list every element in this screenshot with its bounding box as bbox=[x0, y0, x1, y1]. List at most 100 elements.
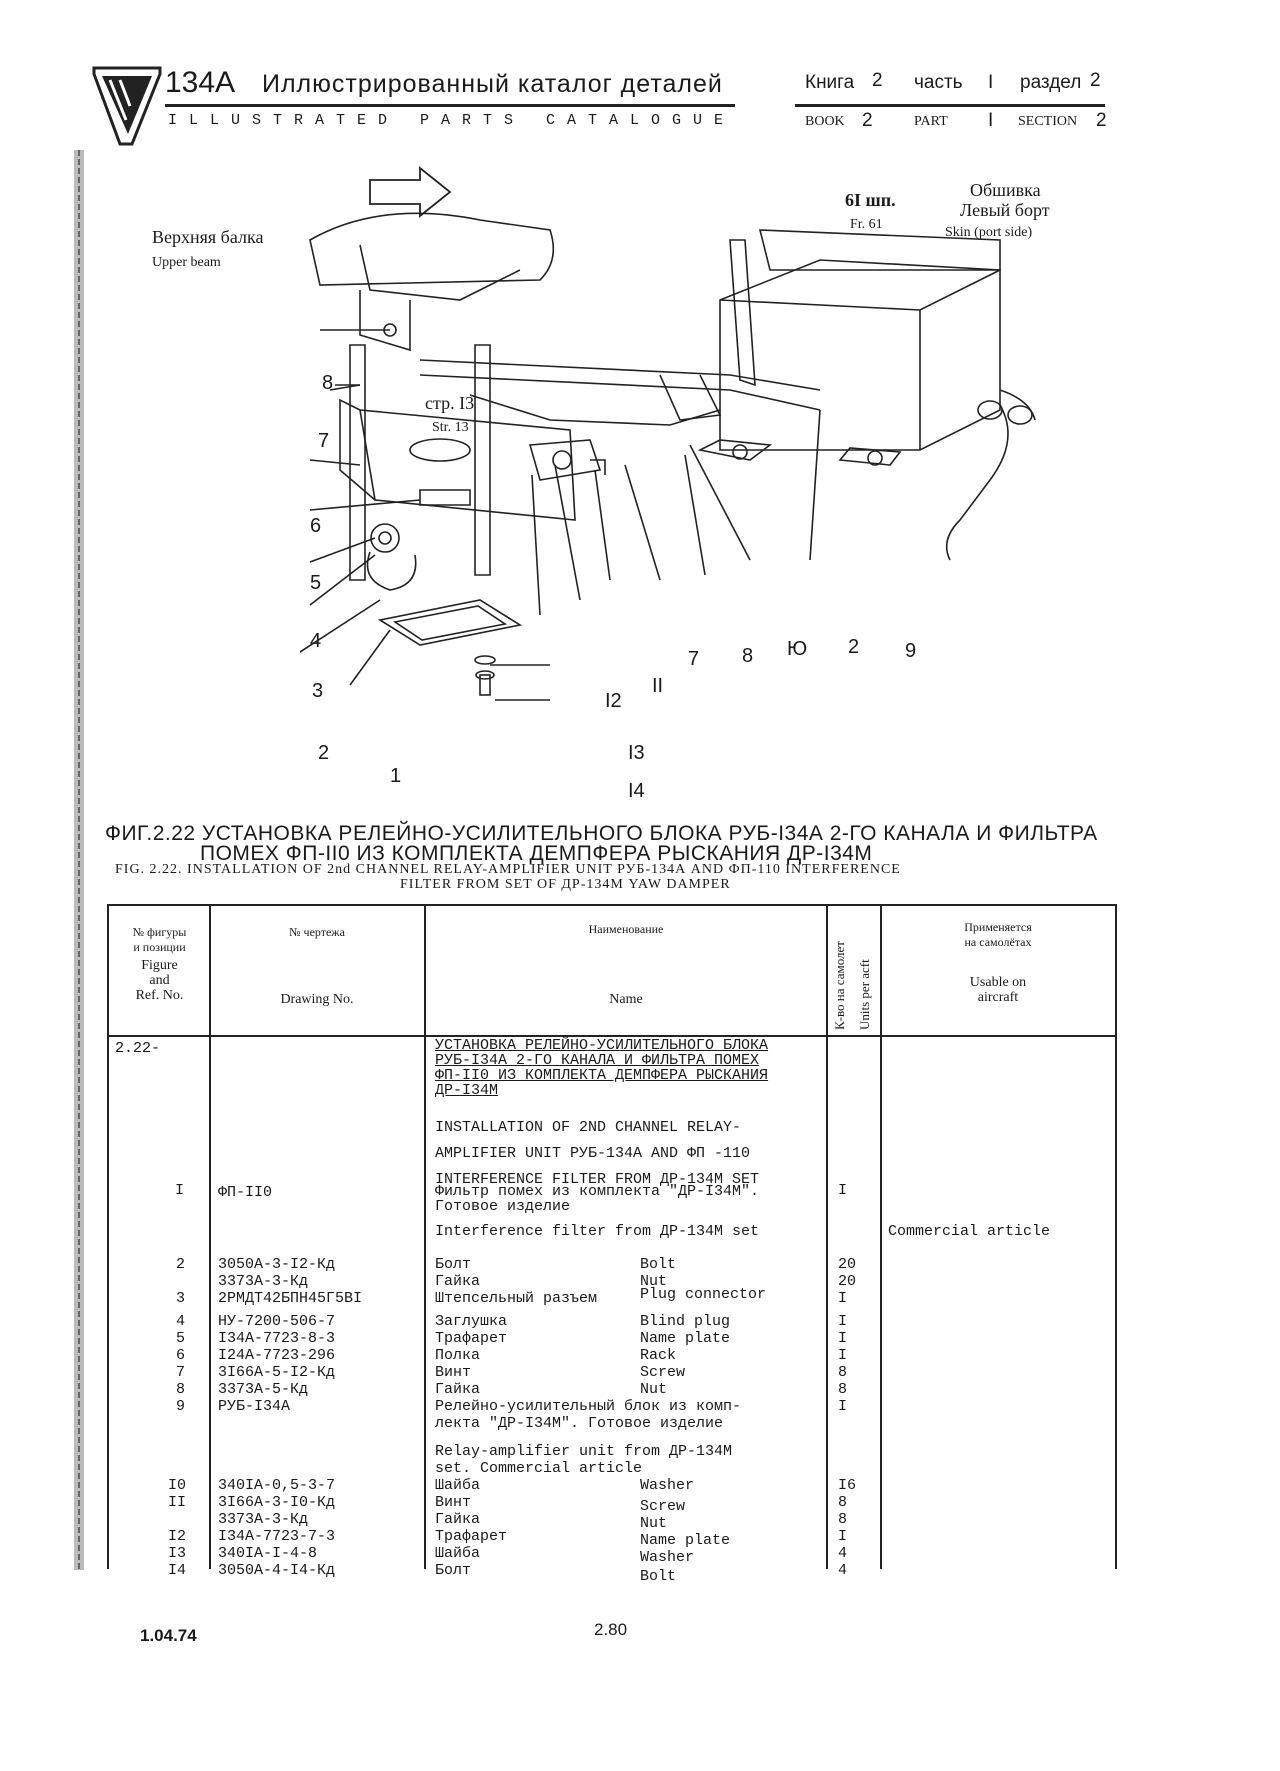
part-number: I bbox=[988, 72, 994, 93]
table-row-drawing: 3050А-3-I2-Кд bbox=[218, 1256, 336, 1273]
section-label-en: SECTION bbox=[1018, 114, 1078, 129]
callout-7-left: 7 bbox=[318, 430, 330, 452]
table-row-name-en: Rack bbox=[640, 1347, 677, 1364]
section-number-en: 2 bbox=[1096, 110, 1107, 131]
label-upper-beam-en: Upper beam bbox=[152, 255, 221, 270]
table-row-name-ru: Трафарет bbox=[435, 1330, 508, 1347]
table-row-qty: 20 bbox=[838, 1256, 857, 1273]
table-row-name-ru: Шайба bbox=[435, 1477, 481, 1494]
book-label-ru: Книга bbox=[805, 72, 855, 93]
table-row-qty: 20 bbox=[838, 1273, 857, 1290]
table-col-line bbox=[1115, 904, 1117, 1569]
table-row-name-en: Nut bbox=[640, 1381, 668, 1398]
label-page-ref-ru: стр. I3 bbox=[425, 393, 475, 413]
callout-13: I3 bbox=[628, 742, 645, 764]
doc-code: 134А bbox=[165, 66, 236, 99]
table-col-line bbox=[880, 904, 882, 1569]
callout-2-right: 2 bbox=[848, 636, 860, 658]
table-row-name-en: Blind plug bbox=[640, 1313, 731, 1330]
table-row-qty: I bbox=[838, 1347, 848, 1364]
table-row-usable: Commercial article bbox=[888, 1223, 1051, 1240]
figure-caption-ru-1: ФИГ.2.22 УСТАНОВКА РЕЛЕЙНО-УСИЛИТЕЛЬНОГО… bbox=[105, 822, 1098, 845]
table-row-ref: 8 bbox=[176, 1381, 186, 1398]
table-row-name-ru: Заглушка bbox=[435, 1313, 508, 1330]
table-row-qty: 8 bbox=[838, 1494, 848, 1511]
assembly-title-en: INSTALLATION OF 2ND CHANNEL RELAY- AMPLI… bbox=[435, 1119, 760, 1188]
callout-12: I2 bbox=[605, 690, 622, 712]
assembly-title-ru: УСТАНОВКА РЕЛЕЙНО-УСИЛИТЕЛЬНОГО БЛОКА РУ… bbox=[435, 1037, 769, 1099]
table-row-name-en: Nut bbox=[640, 1273, 668, 1290]
header-rule bbox=[165, 104, 735, 107]
table-row-name-ru: Болт bbox=[435, 1562, 472, 1579]
table-row-name-en: Screw bbox=[640, 1498, 686, 1515]
callout-7-right: 7 bbox=[688, 648, 700, 670]
callout-1: 1 bbox=[390, 765, 402, 787]
table-row-ref: I bbox=[175, 1182, 185, 1199]
callout-3: 3 bbox=[312, 680, 324, 702]
table-row-qty: 4 bbox=[838, 1545, 848, 1562]
part-number-en: I bbox=[988, 110, 994, 131]
table-row-ref: 6 bbox=[176, 1347, 186, 1364]
table-row-name-en: Washer bbox=[640, 1477, 695, 1494]
table-row-name-en: Screw bbox=[640, 1364, 686, 1381]
part-label-ru: часть bbox=[914, 72, 963, 93]
table-row-name-en: Relay-amplifier unit from ДР-134М set. C… bbox=[435, 1443, 733, 1477]
section-label-ru: раздел bbox=[1020, 72, 1082, 93]
page-number: 2.80 bbox=[594, 1620, 628, 1639]
table-col-line bbox=[424, 904, 426, 1569]
table-row-ref: I2 bbox=[168, 1528, 187, 1545]
table-row-drawing: 3I66А-3-I0-Кд bbox=[218, 1494, 336, 1511]
label-frame-en: Fr. 61 bbox=[850, 217, 883, 232]
table-row-name-ru: Фильтр помех из комплекта "ДР-I34М". Гот… bbox=[435, 1183, 760, 1215]
callout-9: 9 bbox=[905, 640, 917, 662]
table-row-qty: I bbox=[838, 1313, 848, 1330]
table-row-ref: I4 bbox=[168, 1562, 187, 1579]
table-row-name-ru: Винт bbox=[435, 1364, 472, 1381]
header-usable-en: Usable on aircraft bbox=[969, 975, 1027, 1005]
table-row-name-ru: Трафарет bbox=[435, 1528, 508, 1545]
table-row-qty: I bbox=[838, 1528, 848, 1545]
header-name-ru: Наименование bbox=[588, 922, 664, 936]
table-row-name-en: Name plate bbox=[640, 1532, 731, 1549]
table-row-ref: 4 bbox=[176, 1313, 186, 1330]
table-row-qty: I6 bbox=[838, 1477, 857, 1494]
header-fig-ru: № фигуры и позиции bbox=[132, 925, 187, 954]
table-row-drawing: НУ-7200-506-7 bbox=[218, 1313, 336, 1330]
table-row-name-en: Washer bbox=[640, 1549, 695, 1566]
figure-caption-ru-2: ПОМЕХ ФП-II0 ИЗ КОМПЛЕКТА ДЕМПФЕРА РЫСКА… bbox=[200, 842, 873, 865]
callout-8-left: 8 bbox=[322, 372, 334, 394]
catalog-title-en: ILLUSTRATED PARTS CATALOGUE bbox=[168, 112, 736, 129]
table-row-drawing: 2РМДТ42БПН45Г5ВI bbox=[218, 1290, 363, 1307]
header-units-ru: К-во на самолет bbox=[832, 941, 847, 1030]
table-row-name-ru: Гайка bbox=[435, 1381, 481, 1398]
table-row-qty: I bbox=[838, 1182, 848, 1199]
table-col-line bbox=[209, 904, 211, 1569]
table-row-ref: 5 bbox=[176, 1330, 186, 1347]
book-number-en: 2 bbox=[862, 110, 873, 131]
callout-10: Ю bbox=[787, 638, 808, 660]
table-row-qty: 4 bbox=[838, 1562, 848, 1579]
binding-edge bbox=[74, 150, 84, 1570]
table-row-drawing: I24А-7723-296 bbox=[218, 1347, 336, 1364]
table-row-drawing: 3373А-3-Кд bbox=[218, 1511, 309, 1528]
callout-6: 6 bbox=[310, 515, 322, 537]
table-row-drawing: 3373А-5-Кд bbox=[218, 1381, 309, 1398]
table-header-rule bbox=[107, 1035, 1117, 1037]
table-row-ref: I3 bbox=[168, 1545, 187, 1562]
table-row-name-en: Name plate bbox=[640, 1330, 731, 1347]
figure-caption-en-1: FIG. 2.22. INSTALLATION OF 2nd CHANNEL R… bbox=[115, 862, 901, 877]
installation-drawing bbox=[300, 166, 1036, 701]
callout-8-right: 8 bbox=[742, 645, 754, 667]
table-row-name-ru: Релейно-усилительный блок из комп- лекта… bbox=[435, 1398, 742, 1432]
part-label-en: PART bbox=[914, 114, 948, 129]
table-row-name-ru: Винт bbox=[435, 1494, 472, 1511]
catalog-title-ru: Иллюстрированный каталог деталей bbox=[262, 70, 723, 98]
table-row-drawing: I34А-7723-8-3 bbox=[218, 1330, 336, 1347]
header-rule-right bbox=[795, 104, 1105, 107]
table-row-ref: I0 bbox=[168, 1477, 187, 1494]
label-skin-en: Skin (port side) bbox=[945, 225, 1033, 240]
table-row-name-en: Plug connector bbox=[640, 1286, 767, 1303]
table-col-line bbox=[107, 904, 109, 1569]
header-drawing-en: Drawing No. bbox=[280, 992, 354, 1007]
book-label-en: BOOK bbox=[805, 114, 845, 129]
